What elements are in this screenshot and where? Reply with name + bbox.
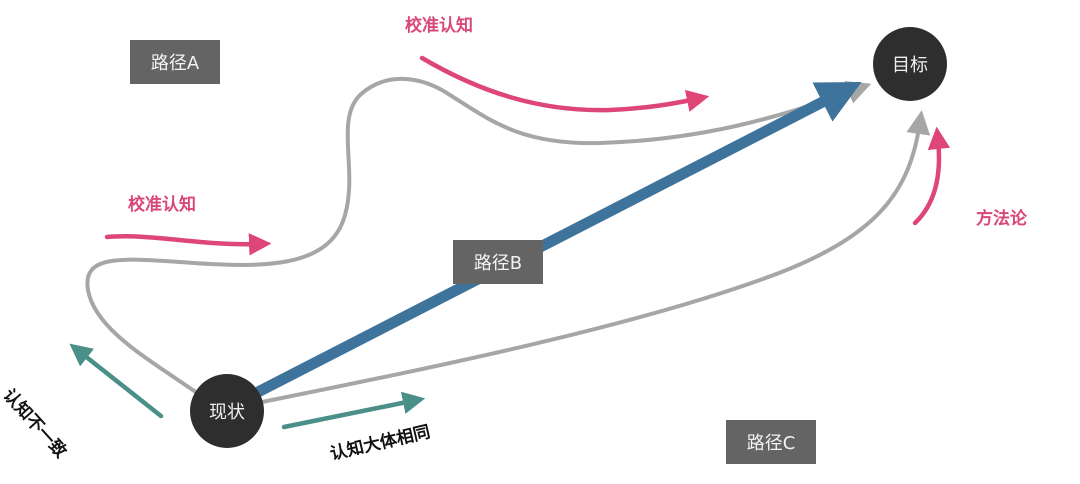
current-state-node: 现状: [190, 374, 264, 448]
path-b-label: 路径B: [453, 240, 543, 284]
inconsistent-arrow: [69, 343, 164, 419]
path-a-line: [85, 76, 872, 397]
path-a-label: 路径A: [130, 40, 220, 84]
consistent-arrow: [281, 391, 426, 430]
path-c-line: [260, 110, 931, 404]
methodology-arrow: [912, 126, 951, 226]
calibrate-label-top: 校准认知: [405, 16, 473, 36]
calibrate-arrow-left: [104, 233, 272, 256]
calibrate-label-left: 校准认知: [128, 195, 196, 215]
path-b-arrow: [255, 81, 862, 397]
calibrate-arrow-top: [419, 55, 710, 113]
methodology-label: 方法论: [976, 209, 1027, 229]
path-c-label: 路径C: [726, 420, 816, 464]
goal-node: 目标: [873, 27, 947, 101]
